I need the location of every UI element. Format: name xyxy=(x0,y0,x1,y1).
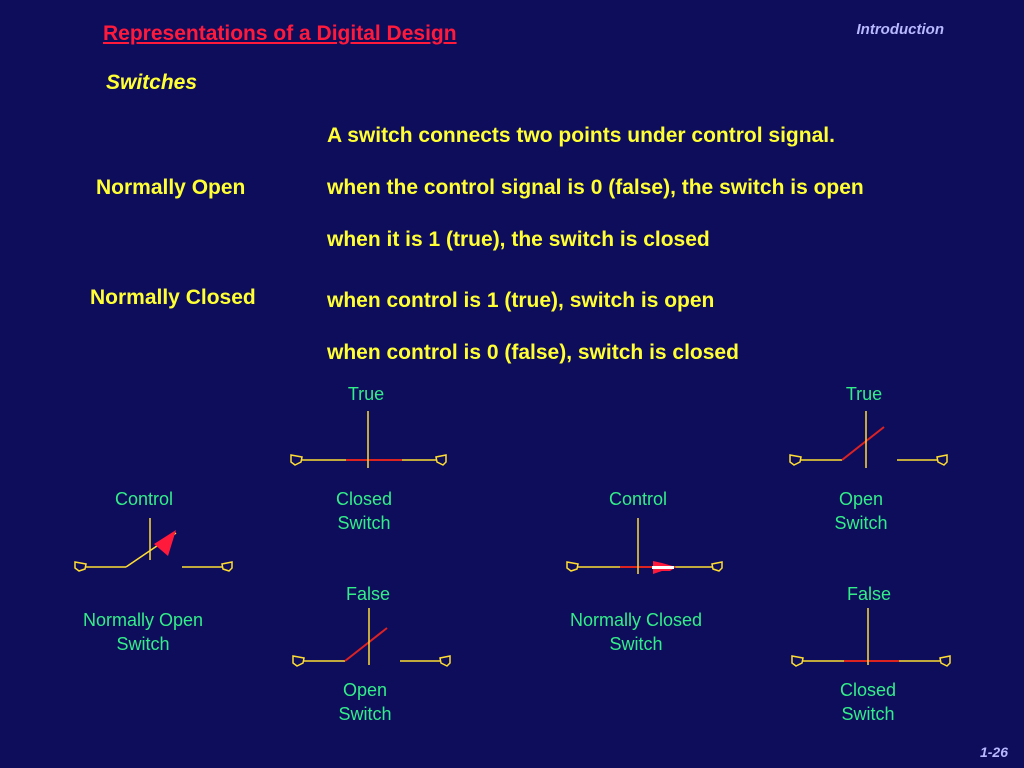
terminal-left-icon xyxy=(789,454,802,466)
normally-closed-symbol xyxy=(566,518,723,574)
terminal-left-icon xyxy=(74,561,87,572)
nc-true-state-line-1: Open xyxy=(838,489,884,509)
intro-text: A switch connects two points under contr… xyxy=(327,124,835,147)
nc-true-open-symbol xyxy=(789,411,948,468)
no-true-label: True xyxy=(347,384,385,404)
no-false-label: False xyxy=(345,584,391,604)
page-number: 1-26 xyxy=(979,744,1008,760)
nc-caption-line-2: Switch xyxy=(609,634,663,654)
terminal-left-icon xyxy=(791,655,804,667)
no-false-state-line-1: Open xyxy=(342,680,388,700)
no-caption-line-1: Normally Open xyxy=(82,610,204,630)
nc-caption: Normally Closed Switch xyxy=(570,608,702,656)
nc-control-label: Control xyxy=(608,489,668,509)
nc-true-state-line-2: Switch xyxy=(834,513,888,533)
no-true-state-line-1: Closed xyxy=(335,489,393,509)
terminal-right-icon xyxy=(221,561,233,572)
no-true-closed-symbol xyxy=(290,411,447,468)
terminal-left-icon xyxy=(566,561,579,572)
slide-subtitle: Switches xyxy=(106,71,198,94)
switch-arm xyxy=(841,426,885,461)
terminal-right-icon xyxy=(439,655,451,667)
normally-closed-line-2: when control is 0 (false), switch is clo… xyxy=(327,341,739,364)
nc-false-label: False xyxy=(846,584,892,604)
arrow-highlight xyxy=(652,566,674,569)
terminal-right-icon xyxy=(435,454,447,466)
terminal-right-icon xyxy=(711,561,723,572)
normally-open-line-2: when it is 1 (true), the switch is close… xyxy=(327,228,710,251)
nc-false-state-line-1: Closed xyxy=(839,680,897,700)
normally-open-label: Normally Open xyxy=(96,176,246,199)
slide-title: Representations of a Digital Design xyxy=(103,22,457,45)
terminal-right-icon xyxy=(939,655,951,667)
nc-false-state-line-2: Switch xyxy=(841,704,895,724)
terminal-left-icon xyxy=(292,655,305,667)
switch-arm xyxy=(344,627,388,662)
nc-true-label: True xyxy=(845,384,883,404)
normally-closed-label: Normally Closed xyxy=(90,286,256,309)
no-true-state: Closed Switch xyxy=(336,487,392,535)
no-false-state: Open Switch xyxy=(338,678,391,726)
no-caption-line-2: Switch xyxy=(116,634,170,654)
no-control-label: Control xyxy=(114,489,174,509)
nc-false-state: Closed Switch xyxy=(840,678,896,726)
no-false-open-symbol xyxy=(292,608,451,667)
terminal-left-icon xyxy=(290,454,303,466)
terminal-right-icon xyxy=(936,454,948,466)
normally-closed-line-1: when control is 1 (true), switch is open xyxy=(327,289,715,312)
section-label: Introduction xyxy=(856,21,944,38)
no-false-state-line-2: Switch xyxy=(338,704,392,724)
no-true-state-line-2: Switch xyxy=(337,513,391,533)
normally-open-line-1: when the control signal is 0 (false), th… xyxy=(327,176,864,199)
no-caption: Normally Open Switch xyxy=(83,608,203,656)
nc-true-state: Open Switch xyxy=(834,487,887,535)
normally-open-symbol xyxy=(74,518,233,572)
nc-caption-line-1: Normally Closed xyxy=(569,610,703,630)
arrow-icon xyxy=(154,530,176,556)
nc-false-closed-symbol xyxy=(791,608,951,667)
